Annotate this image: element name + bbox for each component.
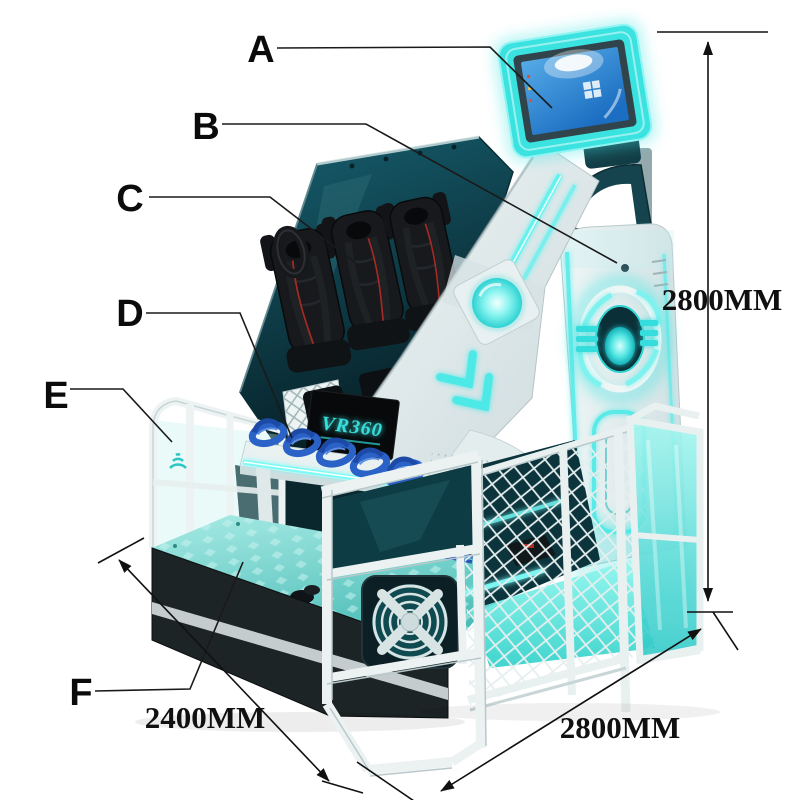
dimension-lines [97, 31, 768, 800]
emblem-fins-left [576, 326, 598, 352]
monitor-screen [521, 47, 629, 135]
leader-line-d [146, 312, 293, 439]
acrylic-panel-section [626, 402, 704, 665]
fence-top-rail [461, 421, 641, 482]
label-f: F [69, 672, 92, 714]
dim-depth-tick-bottom [321, 780, 364, 794]
dim-width-tick-left [356, 761, 414, 800]
seat-cushion [286, 339, 352, 373]
vr-headset [282, 428, 322, 458]
tower-vent-lines [651, 259, 669, 287]
dim-height-text: 2800MM [662, 282, 783, 317]
dim-width-text: 2800MM [560, 710, 681, 745]
seat [321, 205, 410, 351]
label-d: D [116, 293, 143, 335]
dim-width-line [440, 628, 702, 792]
mount-arm-window [576, 183, 637, 228]
chevron-arrows-icon [436, 350, 493, 412]
label-c: C [116, 178, 143, 220]
leader-line-b [222, 123, 618, 264]
frame-shading [321, 459, 487, 777]
dim-depth-text: 2400MM [145, 700, 266, 735]
windows-logo-icon [582, 80, 602, 99]
leader-line-e [70, 388, 173, 443]
fence-mid-rail [326, 543, 481, 579]
dim-depth-line [118, 559, 330, 782]
boom-orb [453, 259, 540, 345]
leader-line-c [149, 196, 363, 269]
vr-headset [315, 437, 357, 468]
fence-top-rail [320, 450, 480, 498]
leader-line-a [276, 46, 553, 109]
label-b: B [192, 106, 219, 148]
label-a: A [247, 29, 274, 71]
fence-bottom-rail [367, 757, 453, 775]
vr-headset [349, 447, 391, 478]
wifi-arcs-icon [169, 453, 187, 469]
monitor-assembly [493, 19, 657, 163]
canopy-screws [349, 144, 457, 169]
dim-depth-tick-top [97, 537, 145, 564]
label-e: E [43, 375, 68, 417]
fan-unit [361, 575, 459, 669]
dim-width-tick-right [712, 611, 739, 651]
vr-headset [248, 418, 288, 448]
fence-post [471, 455, 486, 749]
fan-hub [400, 612, 420, 632]
emblem-fins-right [640, 320, 658, 346]
annotation-layer: A B C D E F 2800MM 2400MM 2800MM [43, 29, 782, 800]
grab-handle [272, 225, 310, 279]
tower-button [621, 264, 629, 272]
canopy-top-rim [316, 135, 480, 166]
